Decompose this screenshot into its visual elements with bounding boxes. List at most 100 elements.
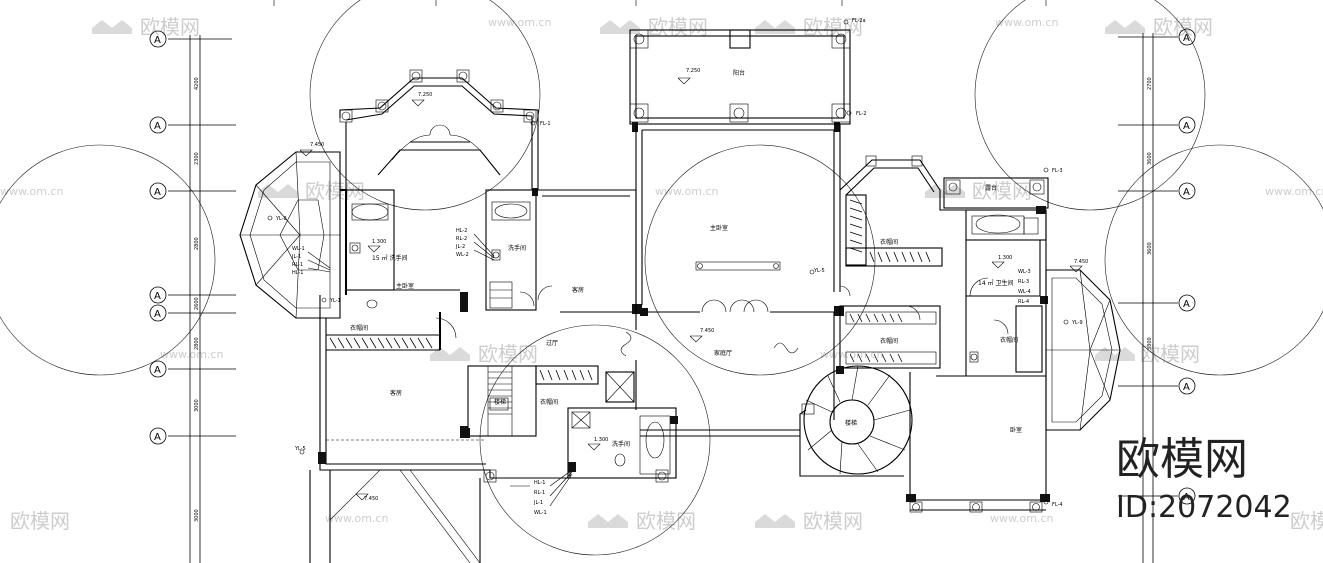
axis-label: A: [154, 432, 161, 443]
bay-window-left: [339, 69, 539, 295]
axis-label: A: [154, 35, 161, 46]
svg-text:HL-1: HL-1: [534, 480, 545, 486]
watermark-brand: 欧模网: [648, 15, 708, 39]
grid-axis-right: A A A A A A 2700 3600 3600 3300: [1118, 28, 1196, 563]
right-bedroom: [906, 375, 1050, 513]
svg-text:2700: 2700: [1147, 77, 1153, 90]
right-bath: [943, 177, 1049, 500]
svg-text:YL-8: YL-8: [275, 216, 287, 222]
room-label: 衣帽间: [1000, 336, 1018, 344]
axis-label: A: [154, 187, 161, 198]
svg-text:3600: 3600: [1147, 242, 1153, 255]
watermark-brand: 欧模网: [972, 179, 1032, 203]
room-label: 主卧室: [396, 282, 414, 290]
room-label: 阳台: [733, 69, 745, 77]
svg-text:HL-1: HL-1: [292, 270, 303, 276]
svg-text:2300: 2300: [194, 152, 200, 165]
svg-text:YL-1: YL-1: [329, 298, 341, 304]
watermark-logo-icon: [92, 20, 1145, 528]
brand-id: ID:2072042: [1116, 490, 1292, 525]
watermark-url: www.om.cn: [655, 185, 718, 198]
pavilion-right: [1045, 269, 1121, 431]
svg-text:1.300: 1.300: [594, 437, 608, 443]
axis-bubble: [149, 30, 167, 445]
svg-text:JL-2: JL-2: [455, 244, 465, 250]
pavilion-left: [239, 151, 341, 319]
watermark-url: www.om.cn: [488, 16, 551, 29]
elevation-mark: 7.450: [355, 493, 378, 502]
axis-label: A: [1183, 121, 1190, 132]
elevation-mark: 7.450: [689, 328, 714, 343]
axis-label: A: [1183, 382, 1190, 393]
svg-text:WL-1: WL-1: [534, 510, 547, 516]
dimension-texts: 2700 3600 3600 3300: [1147, 77, 1153, 350]
watermark-brand: 欧模网: [305, 179, 365, 203]
svg-text:7.450: 7.450: [310, 142, 324, 148]
watermark-url: www.om.cn: [160, 348, 223, 361]
elevation-mark: 1.300: [367, 239, 386, 253]
axis-label: A: [154, 365, 161, 376]
svg-text:FL-1: FL-1: [540, 121, 551, 127]
svg-text:YL-5: YL-5: [813, 268, 825, 274]
top-balcony: [629, 29, 851, 132]
axis-label: A: [154, 291, 161, 302]
room-label: 衣帽间: [350, 324, 368, 332]
bath-centre: [485, 188, 538, 311]
wardrobe-hatch-right-vert: [849, 199, 863, 253]
axis-label: A: [1183, 299, 1190, 310]
watermark-url: www.om.cn: [995, 16, 1058, 29]
svg-text:JL-1: JL-1: [291, 254, 301, 260]
wardrobe-hatch-right-top: [869, 251, 931, 263]
wardrobe-hatch-right-mid: [849, 313, 903, 323]
room-label: 洗手间: [612, 440, 630, 448]
plan-walls: [239, 29, 1121, 563]
room-label: 衣帽间: [540, 398, 558, 406]
room-label: 洗手间: [508, 244, 526, 252]
room-label: 客房: [390, 389, 402, 397]
elevation-mark: 7.450: [1069, 259, 1088, 273]
watermark-brand: 欧模网: [803, 509, 863, 533]
watermark-url: www.om.cn: [0, 185, 63, 198]
axis-label: A: [1183, 187, 1190, 198]
svg-text:7.450: 7.450: [700, 328, 714, 334]
room-label: 卧室: [1010, 426, 1022, 434]
top-ticks: [273, 0, 1047, 6]
elevation-mark: 1.300: [991, 255, 1012, 269]
svg-text:JL-1: JL-1: [533, 500, 543, 506]
svg-text:2800: 2800: [194, 237, 200, 250]
svg-text:RL-1: RL-1: [292, 262, 303, 268]
svg-text:FL-2a: FL-2a: [852, 18, 866, 24]
svg-text:RL-2: RL-2: [456, 236, 467, 242]
spiral-stair: [799, 365, 913, 500]
elevation-mark: 7.250: [677, 68, 700, 85]
room-label: 衣帽间: [880, 337, 898, 345]
watermark-brand: 欧模网: [636, 509, 696, 533]
stair-treads: [488, 371, 512, 415]
room-label: 露台: [985, 184, 997, 192]
svg-text:FL-2: FL-2: [856, 111, 867, 117]
svg-text:3300: 3300: [1147, 337, 1153, 350]
svg-text:RL-1: RL-1: [534, 490, 545, 496]
svg-text:3000: 3000: [194, 399, 200, 412]
guest-room: [536, 189, 642, 314]
spiral-treads: [805, 365, 911, 475]
axis-label: A: [1183, 33, 1190, 44]
brand-watermark: 欧模网 ID:2072042: [1116, 434, 1292, 525]
elevation-mark: 7.250: [411, 92, 432, 107]
elevation-mark: 1.300: [587, 437, 608, 451]
wardrobe-hatch-left: [329, 337, 433, 349]
svg-text:3000: 3000: [194, 509, 200, 522]
wardrobe-hatch-stair: [539, 369, 593, 381]
svg-text:FL-3: FL-3: [1052, 168, 1063, 174]
family-hall: [570, 311, 835, 437]
svg-text:4200: 4200: [194, 77, 200, 90]
room-label: 楼梯: [845, 419, 857, 427]
svg-text:7.250: 7.250: [418, 92, 432, 98]
watermark-brand: 欧模网: [478, 342, 538, 366]
svg-text:YL-9: YL-9: [1071, 320, 1083, 326]
svg-text:3600: 3600: [1147, 152, 1153, 165]
svg-text:1.300: 1.300: [372, 239, 386, 245]
axis-label: A: [154, 309, 161, 320]
svg-text:1.300: 1.300: [998, 255, 1012, 261]
